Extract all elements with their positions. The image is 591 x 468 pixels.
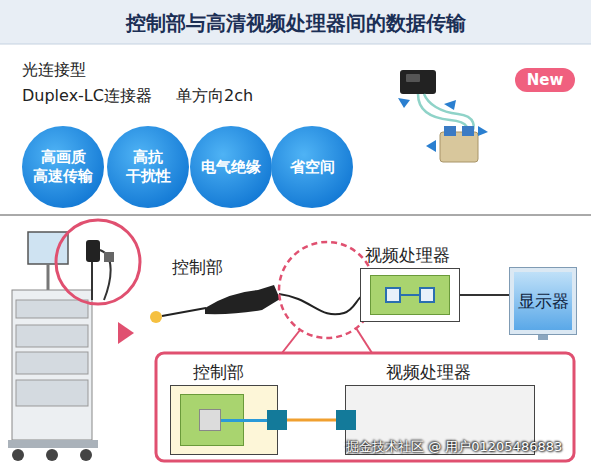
endoscope-cart <box>46 449 58 461</box>
title-band <box>0 0 591 44</box>
connector-line <box>278 419 345 422</box>
endoscope-cart <box>16 325 88 347</box>
endoscope-cart <box>104 252 114 262</box>
signal-line <box>221 419 271 422</box>
title-band <box>0 44 591 45</box>
product-photo <box>478 126 488 136</box>
endoscope-cart <box>47 264 50 290</box>
monitor-stand <box>538 334 548 340</box>
title-band <box>0 0 591 44</box>
feature-text: 高抗 干扰性 <box>115 148 181 186</box>
endoscope-cart <box>8 220 140 461</box>
product-photo <box>426 140 436 152</box>
endoscope-cart <box>28 232 68 264</box>
divider-line <box>0 215 591 216</box>
control-unit <box>150 285 362 323</box>
product-photo <box>398 98 410 108</box>
endoscope-cart <box>16 300 88 318</box>
endoscope-cart <box>56 220 140 304</box>
box-heading: 视频处理器 <box>365 244 450 267</box>
type-label: 光连接型 <box>22 60 86 81</box>
chip-square <box>385 287 401 303</box>
connector-line <box>460 294 510 296</box>
endoscope-cart <box>12 449 24 461</box>
optical-connector <box>336 410 356 430</box>
box-heading: 控制部 <box>193 361 244 384</box>
feature-text: 省空间 <box>290 158 335 177</box>
product-photo <box>406 74 420 82</box>
zoom-callout <box>156 353 574 461</box>
feature-circle: 省空间 <box>270 125 354 209</box>
chip-square <box>419 287 435 303</box>
control-unit <box>279 294 362 314</box>
control-unit <box>150 311 162 323</box>
circle-fill <box>22 126 104 208</box>
connector-label: Duplex-LC连接器 <box>22 86 152 107</box>
control-unit <box>162 308 206 316</box>
endoscope-cart <box>12 290 92 440</box>
product-photo <box>440 132 478 162</box>
circle-fill <box>107 126 189 208</box>
product-photo <box>398 70 488 162</box>
pill-fill <box>515 68 575 92</box>
box-heading: 视频处理器 <box>386 361 471 384</box>
badge-text: New <box>527 71 564 90</box>
device-box: 控制部 <box>170 385 278 455</box>
zoom-callout <box>356 328 372 353</box>
circle-fill <box>190 126 272 208</box>
zoom-callout <box>282 330 300 353</box>
title-text: 控制部与高清视频处理器间的数据传输 <box>0 10 591 37</box>
endoscope-cart <box>86 240 100 262</box>
feature-circle: 电气绝缘 <box>189 125 273 209</box>
endoscope-cart <box>16 380 88 406</box>
chip-link <box>401 294 419 296</box>
product-photo <box>444 100 456 110</box>
new-badge: New <box>515 68 575 92</box>
endoscope-cart <box>80 449 92 461</box>
channel-label: 单方向2ch <box>176 86 253 107</box>
circle-fill <box>271 126 353 208</box>
monitor-text: 显示器 <box>518 290 569 313</box>
device-box: 视频处理器 <box>360 268 460 322</box>
board-green <box>370 275 450 315</box>
product-photo <box>444 126 456 136</box>
feature-circle: 高画质 高速传输 <box>21 125 105 209</box>
monitor-box: 显示器 <box>510 268 576 334</box>
chip-square <box>199 409 221 431</box>
optical-connector <box>267 410 287 430</box>
part-label: 控制部 <box>172 256 223 279</box>
endoscope-cart <box>16 352 88 374</box>
watermark: 掘金技术社区 @ 用户01205486883 <box>346 438 562 456</box>
product-photo <box>400 70 436 94</box>
feature-circle: 高抗 干扰性 <box>106 125 190 209</box>
feature-text: 电气绝缘 <box>201 158 261 177</box>
endoscope-cart <box>118 322 134 344</box>
product-photo <box>462 126 474 136</box>
feature-text: 高画质 高速传输 <box>30 148 96 186</box>
endoscope-cart <box>8 440 98 448</box>
control-unit <box>205 285 280 314</box>
